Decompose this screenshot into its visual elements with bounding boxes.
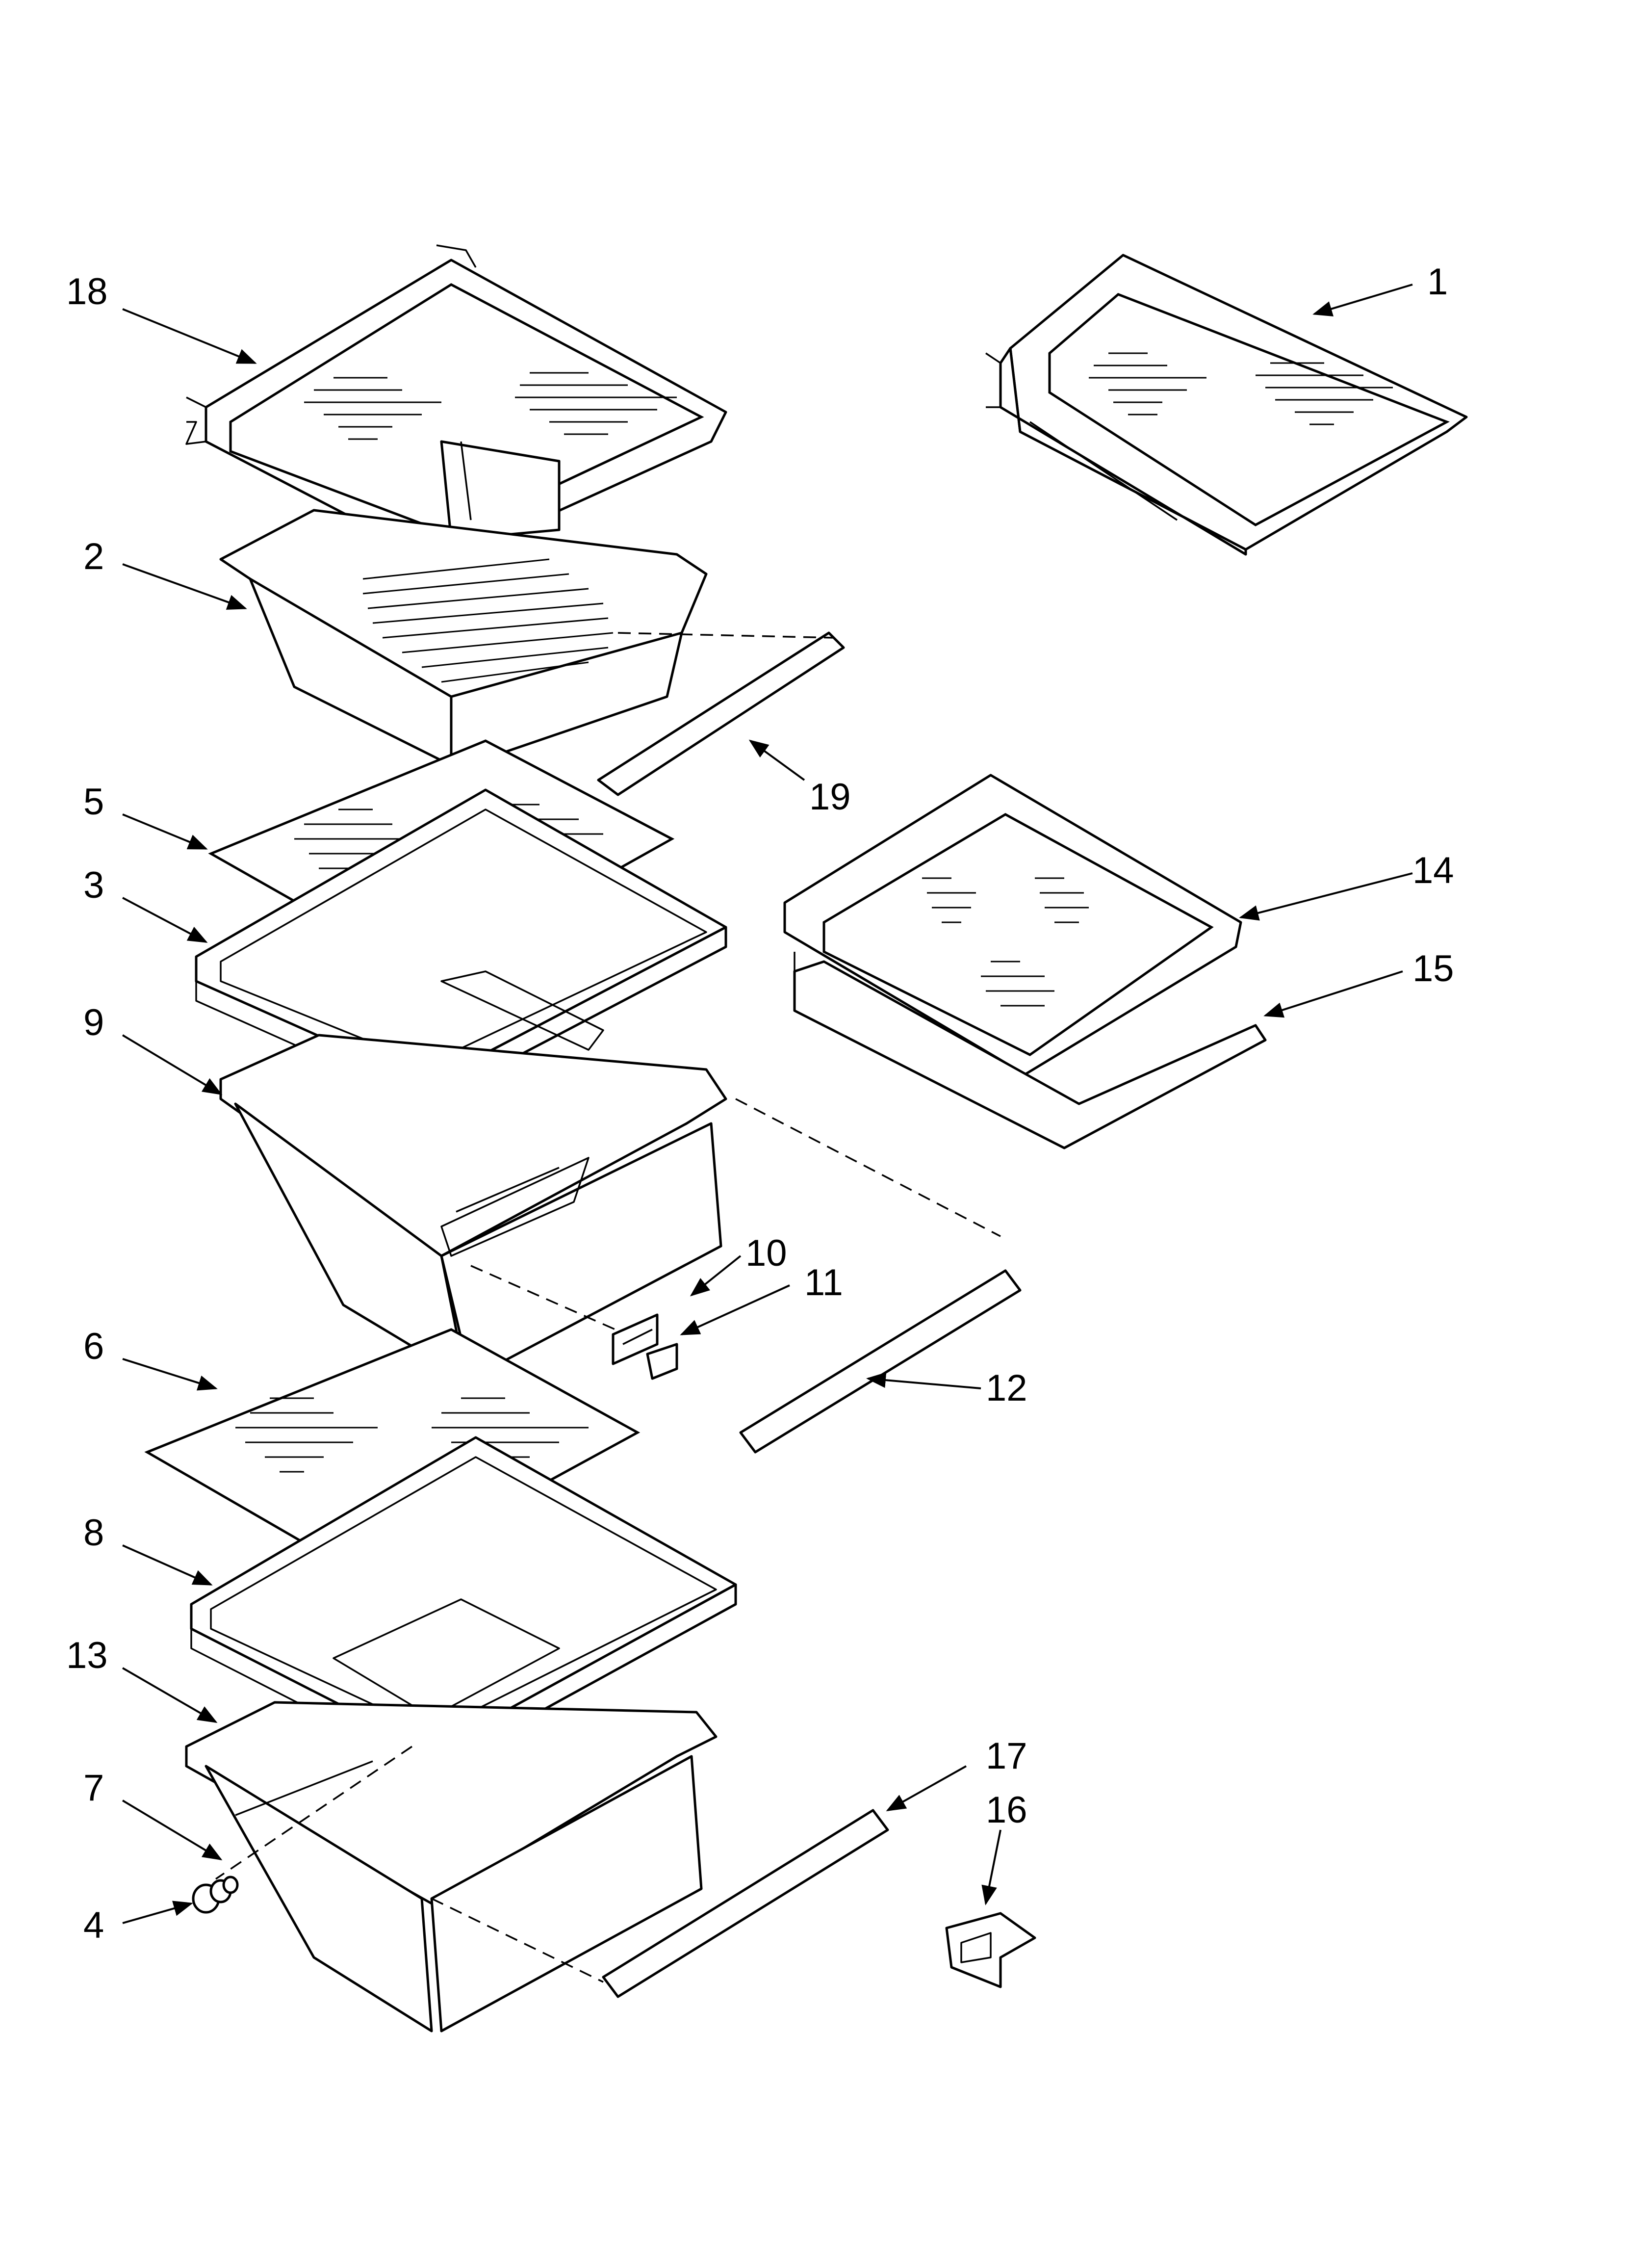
leader-lines xyxy=(122,284,1413,1924)
part-15-shelf-frame xyxy=(793,952,1267,1149)
callout-14: 14 xyxy=(1412,850,1454,891)
callout-15: 15 xyxy=(1412,948,1454,990)
part-19-rail xyxy=(597,631,845,796)
part-11-clip xyxy=(646,1343,678,1380)
callout-9: 9 xyxy=(83,1002,104,1043)
callout-3: 3 xyxy=(83,864,104,906)
callout-19: 19 xyxy=(809,776,851,818)
part-12-rail xyxy=(739,1269,1022,1454)
drawer-ribs xyxy=(362,558,614,683)
part-18-crisper-cover xyxy=(185,244,727,566)
callout-6: 6 xyxy=(83,1326,104,1367)
callout-7: 7 xyxy=(83,1767,104,1809)
part-1-glass-shelf xyxy=(985,254,1468,556)
callout-18: 18 xyxy=(66,271,108,313)
part-17-rail xyxy=(602,1809,889,1998)
part-10-clip xyxy=(612,1313,659,1365)
part-2-deli-drawer xyxy=(219,509,708,767)
callout-labels: 18 2 5 3 9 6 8 13 7 4 1 19 14 15 10 11 1… xyxy=(66,261,1454,1946)
part-13-crisper-drawer xyxy=(185,1701,718,2033)
callout-17: 17 xyxy=(986,1735,1027,1777)
part-14-glass-shelf xyxy=(783,774,1242,1076)
callout-5: 5 xyxy=(83,781,104,823)
callout-8: 8 xyxy=(83,1512,104,1554)
callout-10: 10 xyxy=(745,1232,787,1274)
glass-hatch-marks xyxy=(1089,352,1393,425)
part-9-crisper-drawer xyxy=(219,1034,727,1380)
callout-11: 11 xyxy=(804,1262,843,1303)
callout-12: 12 xyxy=(986,1367,1027,1409)
callout-16: 16 xyxy=(986,1789,1027,1831)
callout-13: 13 xyxy=(66,1635,108,1676)
callout-4: 4 xyxy=(83,1904,104,1946)
callout-1: 1 xyxy=(1427,261,1448,303)
part-4-knob xyxy=(192,1876,239,1914)
glass-hatch-marks xyxy=(304,372,677,440)
callout-2: 2 xyxy=(83,536,104,577)
part-16-clip xyxy=(945,1912,1036,1988)
part-6-glass-panel xyxy=(144,1328,641,1581)
